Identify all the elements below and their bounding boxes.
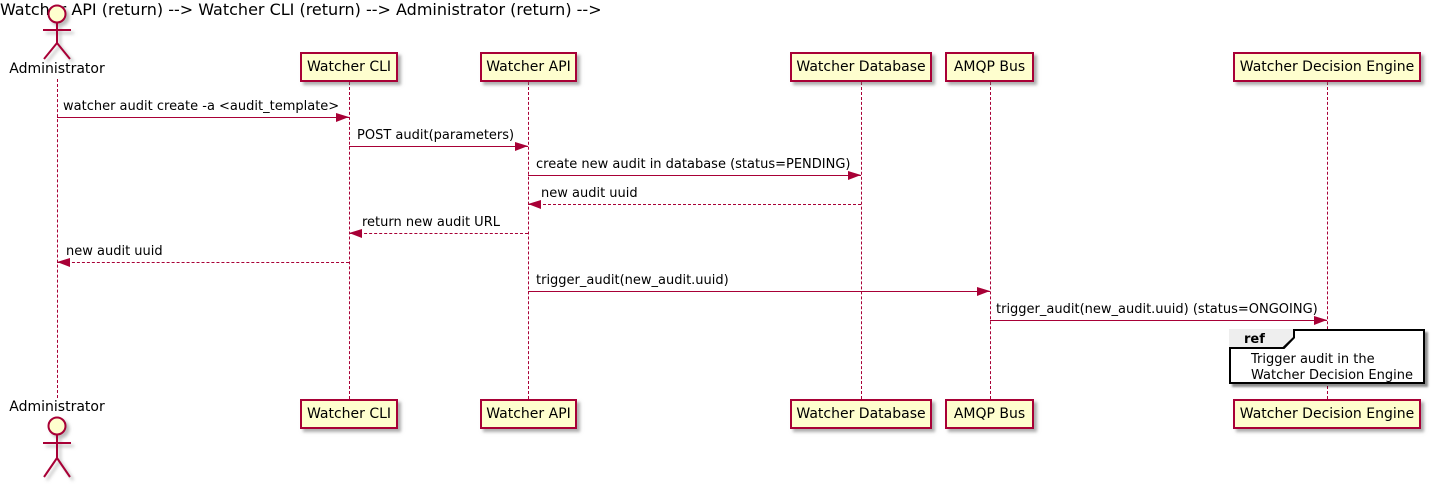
message-line [57,117,349,118]
message-line [57,262,349,263]
participant-amqp-bus-top: AMQP Bus [945,52,1034,82]
actor-label-administrator-top: Administrator [9,61,105,77]
participant-label: AMQP Bus [953,406,1026,422]
participant-label: Watcher Database [796,406,926,422]
arrowhead-right-icon [848,171,861,180]
message-line [349,233,528,234]
lifeline-watcher-cli [349,82,350,399]
participant-label: Watcher CLI [306,406,392,422]
participant-label: Watcher CLI [306,59,392,75]
administrator-actor-icon [43,4,71,60]
lifeline-watcher-decision-engine [1327,82,1328,399]
message-label: create new audit in database (status=PEN… [536,157,851,172]
arrowhead-left-icon [349,229,362,238]
arrowhead-left-icon [57,258,70,267]
participant-amqp-bus-bottom: AMQP Bus [945,399,1034,429]
participant-watcher-database-bottom: Watcher Database [790,399,932,429]
administrator-actor-icon [43,416,71,478]
message-label: trigger_audit(new_audit.uuid) [536,273,729,288]
arrowhead-right-icon [977,287,990,296]
participant-label: AMQP Bus [953,59,1026,75]
participant-label: Watcher API [486,59,571,75]
message-label: trigger_audit(new_audit.uuid) (status=ON… [996,302,1318,317]
participant-watcher-decision-engine-top: Watcher Decision Engine [1233,52,1421,82]
ref-fragment: ref Trigger audit in the Watcher Decisio… [1229,329,1425,384]
arrowhead-right-icon [336,113,349,122]
actor-label-administrator-bottom: Administrator [9,399,105,415]
ref-text-line2: Watcher Decision Engine [1251,368,1413,383]
lifeline-watcher-api [528,82,529,399]
participant-watcher-cli-bottom: Watcher CLI [300,399,398,429]
participant-watcher-decision-engine-bottom: Watcher Decision Engine [1233,399,1421,429]
participant-watcher-api-top: Watcher API [480,52,577,82]
lifeline-watcher-database [861,82,862,399]
lifeline-amqp-bus [990,82,991,399]
ref-keyword-label: ref [1244,332,1265,347]
arrowhead-right-icon [515,142,528,151]
message-label: return new audit URL [362,215,500,230]
message-label: watcher audit create -a <audit_template> [63,99,340,114]
lifeline-administrator [57,79,58,398]
participant-label: Watcher Decision Engine [1239,406,1415,422]
participant-watcher-database-top: Watcher Database [790,52,932,82]
ref-tag [1229,329,1295,349]
message-label: new audit uuid [66,244,163,259]
participant-watcher-cli-top: Watcher CLI [300,52,398,82]
participant-label: Watcher Database [796,59,926,75]
participant-label: Watcher Decision Engine [1239,59,1415,75]
ref-tag-fill [1229,329,1293,347]
message-line [528,291,990,292]
message-line [528,175,861,176]
message-label: POST audit(parameters) [357,128,515,143]
participant-label: Watcher API [486,406,571,422]
ref-text-line1: Trigger audit in the [1251,352,1375,367]
participant-watcher-api-bottom: Watcher API [480,399,577,429]
message-label: new audit uuid [541,186,638,201]
message-line [349,146,528,147]
message-line [528,204,861,205]
arrowhead-right-icon [1314,316,1327,325]
arrowhead-left-icon [528,200,541,209]
message-line [990,320,1327,321]
